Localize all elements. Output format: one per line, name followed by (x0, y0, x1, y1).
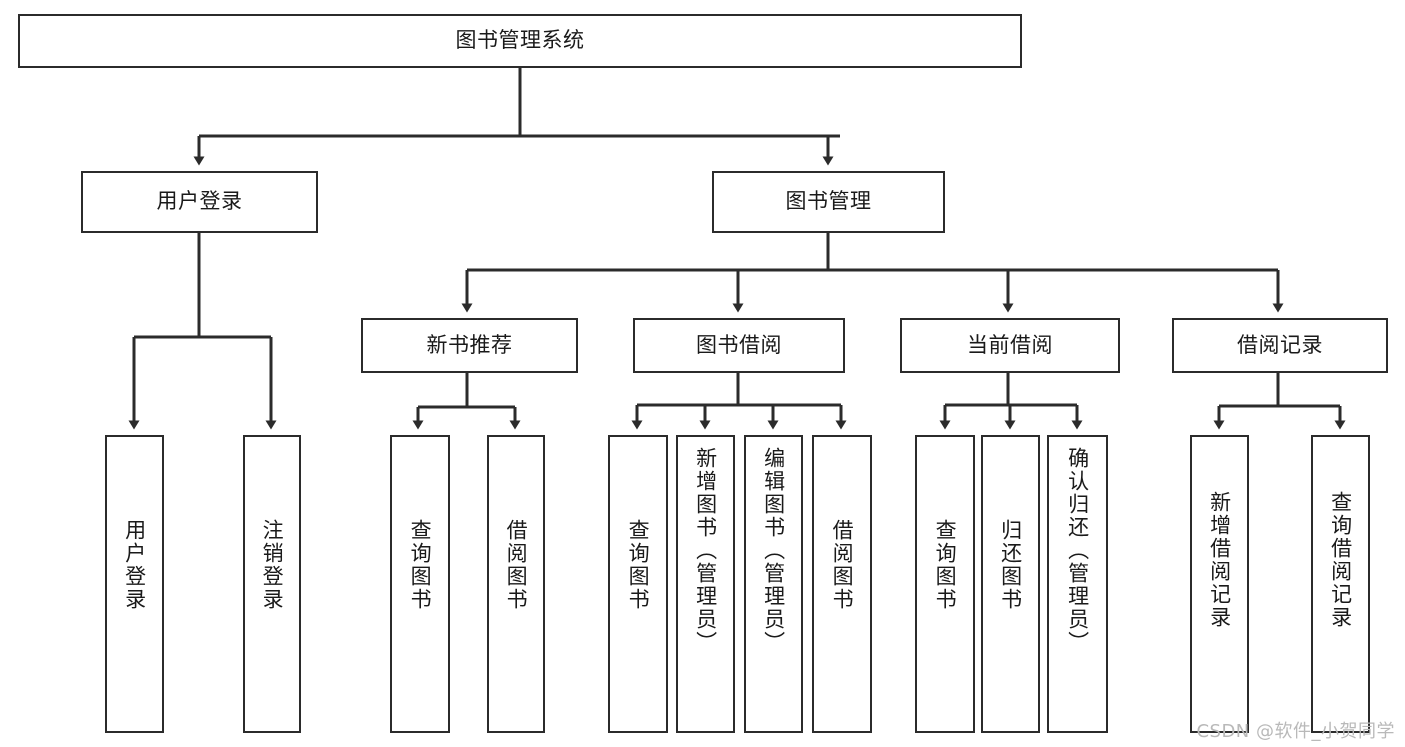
node-leaf-user-logout[interactable]: 注销登录 (243, 435, 301, 733)
node-leaf-confirm-return-label: 确认归还（管理员） (1065, 447, 1090, 654)
node-new-book-rec-label: 新书推荐 (426, 332, 513, 357)
node-current-borrow-label: 当前借阅 (967, 332, 1053, 357)
node-book-borrow-label: 图书借阅 (696, 332, 782, 357)
node-leaf-borrow-book-2[interactable]: 借阅图书 (812, 435, 872, 733)
node-leaf-query-book-2[interactable]: 查询图书 (608, 435, 668, 733)
node-leaf-add-book-label: 新增图书（管理员） (693, 447, 718, 654)
node-user-login-label: 用户登录 (156, 189, 243, 214)
node-leaf-edit-book-label: 编辑图书（管理员） (761, 447, 786, 654)
node-user-login[interactable]: 用户登录 (81, 171, 318, 233)
node-book-manage-label: 图书管理 (785, 189, 872, 214)
node-borrow-record-label: 借阅记录 (1237, 332, 1323, 357)
node-leaf-add-record[interactable]: 新增借阅记录 (1190, 435, 1249, 733)
node-leaf-user-logout-label: 注销登录 (260, 519, 285, 611)
node-leaf-query-record[interactable]: 查询借阅记录 (1311, 435, 1370, 733)
node-leaf-query-record-label: 查询借阅记录 (1328, 491, 1353, 629)
node-leaf-borrow-book-2-label: 借阅图书 (830, 519, 855, 611)
node-leaf-return-book[interactable]: 归还图书 (981, 435, 1040, 733)
node-leaf-add-book[interactable]: 新增图书（管理员） (676, 435, 735, 733)
node-book-borrow[interactable]: 图书借阅 (633, 318, 845, 373)
node-leaf-query-book-1[interactable]: 查询图书 (390, 435, 450, 733)
node-new-book-rec[interactable]: 新书推荐 (361, 318, 578, 373)
node-book-manage[interactable]: 图书管理 (712, 171, 945, 233)
node-current-borrow[interactable]: 当前借阅 (900, 318, 1120, 373)
node-root-label: 图书管理系统 (455, 28, 585, 53)
node-leaf-query-book-1-label: 查询图书 (408, 519, 433, 611)
node-leaf-borrow-book-1[interactable]: 借阅图书 (487, 435, 545, 733)
node-root[interactable]: 图书管理系统 (18, 14, 1022, 68)
node-leaf-query-book-2-label: 查询图书 (626, 519, 651, 611)
node-leaf-user-login[interactable]: 用户登录 (105, 435, 164, 733)
node-leaf-query-book-3-label: 查询图书 (933, 519, 958, 611)
node-leaf-add-record-label: 新增借阅记录 (1207, 491, 1232, 629)
node-leaf-query-book-3[interactable]: 查询图书 (915, 435, 975, 733)
node-borrow-record[interactable]: 借阅记录 (1172, 318, 1388, 373)
node-leaf-user-login-label: 用户登录 (122, 519, 147, 611)
node-leaf-confirm-return[interactable]: 确认归还（管理员） (1047, 435, 1108, 733)
node-leaf-borrow-book-1-label: 借阅图书 (504, 519, 529, 611)
node-leaf-return-book-label: 归还图书 (998, 519, 1023, 611)
node-leaf-edit-book[interactable]: 编辑图书（管理员） (744, 435, 803, 733)
